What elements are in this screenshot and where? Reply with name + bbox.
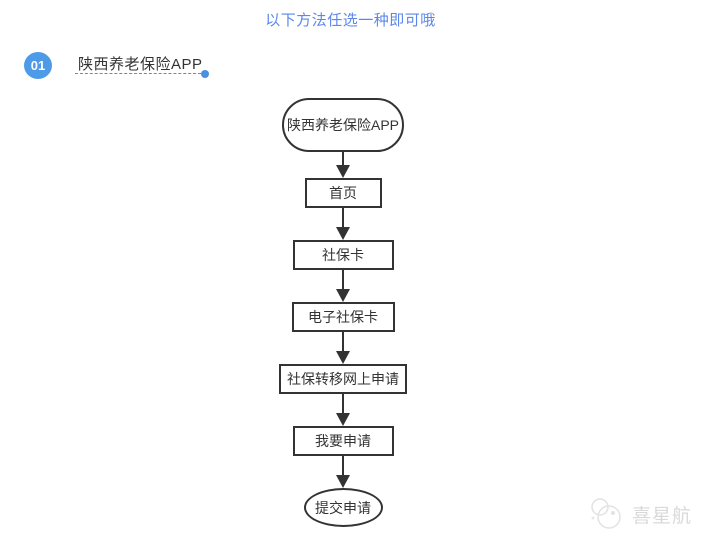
arrow-head-icon <box>336 413 350 426</box>
flow-node-i-want-apply: 我要申请 <box>292 426 394 456</box>
section-label: 陕西养老保险APP <box>75 52 209 78</box>
dashed-underline <box>75 70 209 78</box>
arrow-line <box>342 394 344 413</box>
underline-end-dot <box>201 70 209 78</box>
watermark: 喜星航 <box>587 497 692 531</box>
flow-arrow-down <box>336 270 350 302</box>
section-number-badge: 01 <box>24 52 52 79</box>
watermark-logo-icon <box>591 498 621 529</box>
arrow-head-icon <box>336 475 350 488</box>
flow-arrow-down <box>336 394 350 426</box>
arrow-head-icon <box>336 289 350 302</box>
flow-node-e-card: 电子社保卡 <box>291 302 395 332</box>
flow-arrow-down <box>336 456 350 488</box>
flow-node-start: 陕西养老保险APP <box>282 98 404 152</box>
watermark-name: 喜星航 <box>631 505 692 527</box>
arrow-line <box>342 456 344 475</box>
arrow-line <box>342 208 344 227</box>
flow-arrow-down <box>336 152 350 178</box>
arrow-head-icon <box>336 165 350 178</box>
flow-node-social-card: 社保卡 <box>292 240 394 270</box>
flowchart: 陕西养老保险APP 首页 社保卡 电子社保卡 社保转移网上申请 我要申请 提交申… <box>279 98 407 527</box>
flow-node-transfer-online-apply: 社保转移网上申请 <box>279 364 407 394</box>
arrow-line <box>342 332 344 351</box>
arrow-head-icon <box>336 351 350 364</box>
flow-node-home: 首页 <box>304 178 382 208</box>
arrow-line <box>342 152 344 165</box>
arrow-line <box>342 270 344 289</box>
flow-arrow-down <box>336 332 350 364</box>
section-header: 01 陕西养老保险APP <box>24 52 209 79</box>
section-label-text: 陕西养老保险APP <box>78 56 203 73</box>
flow-arrow-down <box>336 208 350 240</box>
flow-node-submit: 提交申请 <box>303 488 383 527</box>
arrow-head-icon <box>336 227 350 240</box>
page-title: 以下方法任选一种即可哦 <box>265 12 436 29</box>
